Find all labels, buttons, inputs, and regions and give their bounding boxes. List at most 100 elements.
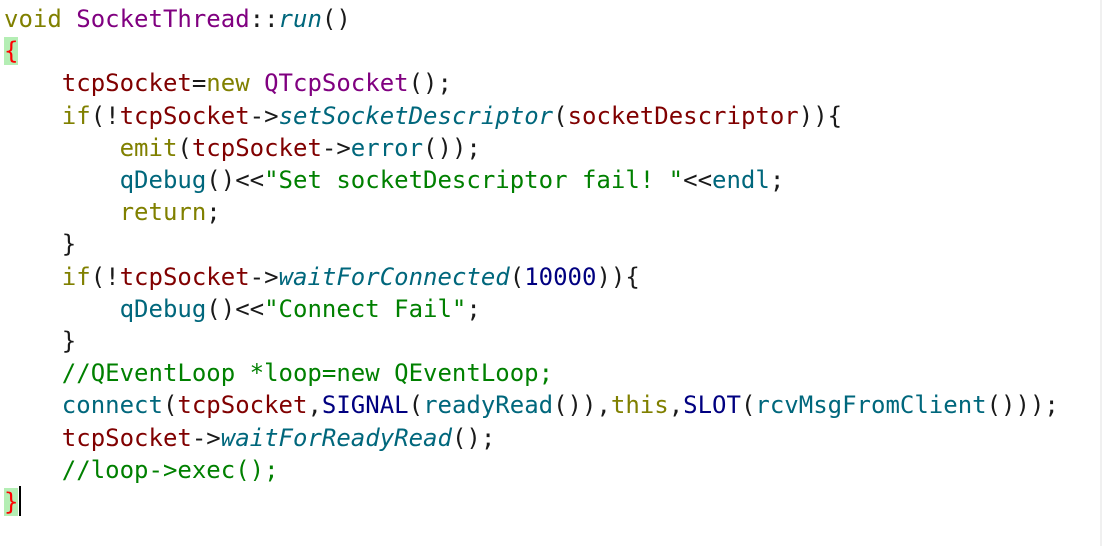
matched-brace: {	[4, 37, 19, 66]
code-line[interactable]: {	[4, 35, 19, 67]
code-token: rcvMsgFromClient	[755, 391, 987, 420]
code-token: ,	[307, 391, 322, 420]
code-token: tcpSocket	[191, 133, 322, 162]
code-token: ()<<	[206, 294, 265, 323]
code-token: waitForReadyRead	[220, 423, 452, 452]
code-token	[4, 69, 62, 97]
code-token: (	[740, 391, 756, 420]
code-token: connect	[61, 391, 163, 420]
code-token	[4, 102, 62, 130]
code-line[interactable]: connect(tcpSocket,SIGNAL(readyRead()),th…	[4, 389, 1059, 421]
code-token: ;	[206, 198, 221, 227]
code-token	[4, 263, 62, 291]
code-token: SIGNAL	[321, 391, 409, 420]
code-token: 10000	[524, 262, 597, 291]
code-line[interactable]: //QEventLoop *loop=new QEventLoop;	[4, 357, 553, 389]
code-token: "Set socketDescriptor fail! "	[264, 166, 684, 194]
code-token: (	[162, 391, 178, 420]
code-token: ()),	[553, 391, 611, 420]
code-token: (	[408, 391, 424, 420]
code-token: endl	[712, 166, 770, 194]
code-token	[250, 69, 264, 97]
code-token: SocketThread	[76, 5, 250, 33]
code-token: (!	[90, 262, 120, 291]
code-token: <<	[683, 166, 713, 194]
code-token: ()));	[986, 391, 1059, 420]
code-token: ->	[249, 101, 279, 130]
code-token: (!	[90, 101, 120, 130]
code-token: ;	[466, 294, 481, 323]
code-token: run	[278, 5, 322, 33]
code-token: =	[191, 69, 207, 98]
text-cursor	[19, 486, 22, 516]
code-token	[4, 295, 120, 323]
editor-right-edge	[1100, 0, 1102, 546]
code-token: ());	[423, 133, 481, 162]
code-token: ()	[321, 5, 351, 33]
code-token: readyRead	[423, 391, 554, 420]
code-token	[4, 456, 62, 484]
code-token	[4, 134, 120, 162]
code-token	[4, 198, 120, 226]
code-token	[4, 359, 62, 387]
code-token: )){	[798, 101, 843, 130]
code-token: tcpSocket	[119, 262, 250, 291]
code-token: //QEventLoop *loop=new QEventLoop;	[61, 359, 554, 388]
code-token: ;	[769, 166, 785, 194]
code-token: emit	[119, 133, 178, 162]
code-line[interactable]: //loop->exec();	[4, 454, 279, 486]
code-token: ->	[191, 423, 221, 452]
code-token: tcpSocket	[119, 101, 250, 130]
code-token: }	[4, 327, 77, 355]
code-token: qDebug	[119, 294, 207, 323]
code-token: ()<<	[206, 166, 265, 194]
code-token: ->	[249, 262, 279, 291]
code-token: socketDescriptor	[567, 101, 799, 130]
matched-brace: }	[4, 488, 19, 516]
code-token: )){	[596, 262, 640, 291]
code-token: ();	[408, 69, 452, 98]
code-line[interactable]: if(!tcpSocket->waitForConnected(10000)){	[4, 261, 640, 293]
code-token: ,	[668, 391, 684, 420]
code-token	[4, 424, 62, 452]
code-token: //loop->exec();	[61, 455, 279, 484]
code-token: if	[61, 101, 91, 130]
code-line[interactable]: qDebug()<<"Connect Fail";	[4, 293, 481, 325]
code-line[interactable]: }	[4, 486, 22, 518]
code-token: tcpSocket	[177, 391, 308, 420]
code-token: void	[4, 5, 62, 33]
code-token: (	[177, 133, 192, 162]
code-token: qDebug	[119, 166, 207, 194]
code-token: setSocketDescriptor	[278, 101, 554, 130]
code-token: (	[509, 262, 525, 291]
code-token: }	[4, 230, 77, 259]
code-token	[62, 5, 76, 33]
code-token: tcpSocket	[61, 69, 192, 98]
code-token: this	[610, 391, 669, 420]
code-token: new	[206, 69, 250, 98]
code-line[interactable]: return;	[4, 196, 221, 228]
code-token: ->	[321, 133, 351, 162]
code-token: ::	[249, 5, 279, 33]
code-token: ();	[451, 423, 496, 452]
code-line[interactable]: }	[4, 228, 76, 260]
code-line[interactable]: void SocketThread::run()	[4, 3, 351, 35]
code-line[interactable]: qDebug()<<"Set socketDescriptor fail! "<…	[4, 164, 785, 196]
code-token: waitForConnected	[278, 262, 510, 291]
code-line[interactable]: }	[4, 325, 76, 357]
code-token: QTcpSocket	[264, 69, 409, 98]
code-token: if	[61, 262, 91, 291]
code-token: return	[119, 198, 207, 227]
code-token: SLOT	[683, 391, 741, 420]
code-line[interactable]: emit(tcpSocket->error());	[4, 132, 481, 164]
code-line[interactable]: tcpSocket=new QTcpSocket();	[4, 67, 452, 99]
code-token	[4, 391, 62, 419]
code-token	[4, 166, 120, 194]
code-token: "Connect Fail"	[264, 294, 467, 323]
code-line[interactable]: tcpSocket->waitForReadyRead();	[4, 422, 496, 454]
code-token: tcpSocket	[61, 423, 192, 452]
code-token: (	[553, 101, 568, 130]
code-line[interactable]: if(!tcpSocket->setSocketDescriptor(socke…	[4, 100, 842, 132]
code-token: error	[350, 133, 424, 162]
